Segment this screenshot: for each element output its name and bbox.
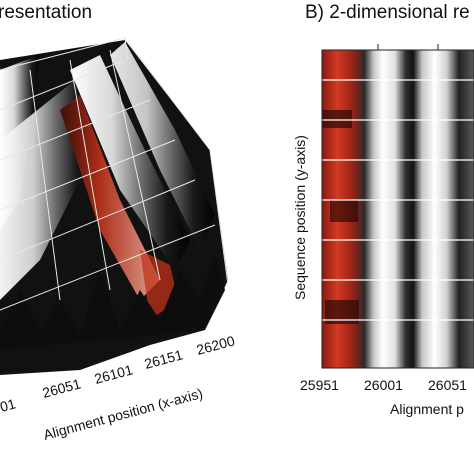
surface-panel: resentation: [0, 2, 237, 443]
heatmap-row-lines: [322, 79, 474, 321]
heatmap-panel: B) 2-dimensional re Sequence position (y…: [292, 2, 474, 417]
surface-spikes: [0, 255, 225, 350]
heatmap-x-tick: 26001: [364, 377, 403, 393]
surface-x-tick: 26151: [143, 346, 185, 372]
heatmap-x-tick: 26051: [428, 377, 467, 393]
heatmap-blotch: [322, 110, 352, 128]
surface-title: resentation: [0, 2, 92, 23]
heatmap-x-axis-label: Alignment p: [390, 401, 464, 417]
heatmap-title: B) 2-dimensional re: [305, 2, 470, 23]
heatmap-x-tick: 25951: [300, 377, 339, 393]
heatmap-x-ticks: 25951 26001 26051: [300, 377, 467, 393]
surface-ridge-3: [70, 55, 190, 270]
surface-x-tick: 26101: [93, 361, 135, 387]
surface-ridge-4: [110, 42, 215, 250]
surface-plot: [0, 37, 229, 375]
surface-x-tick: 26051: [41, 375, 83, 401]
surface-wireframe: [0, 37, 229, 311]
surface-x-tick: 26200: [195, 332, 237, 358]
heatmap-y-axis-label: Sequence position (y-axis): [292, 135, 308, 300]
heatmap-frame: [321, 49, 474, 369]
heatmap-blotch: [330, 200, 358, 222]
surface-x-tick: 001: [0, 395, 18, 417]
heatmap-plot: [321, 44, 474, 369]
